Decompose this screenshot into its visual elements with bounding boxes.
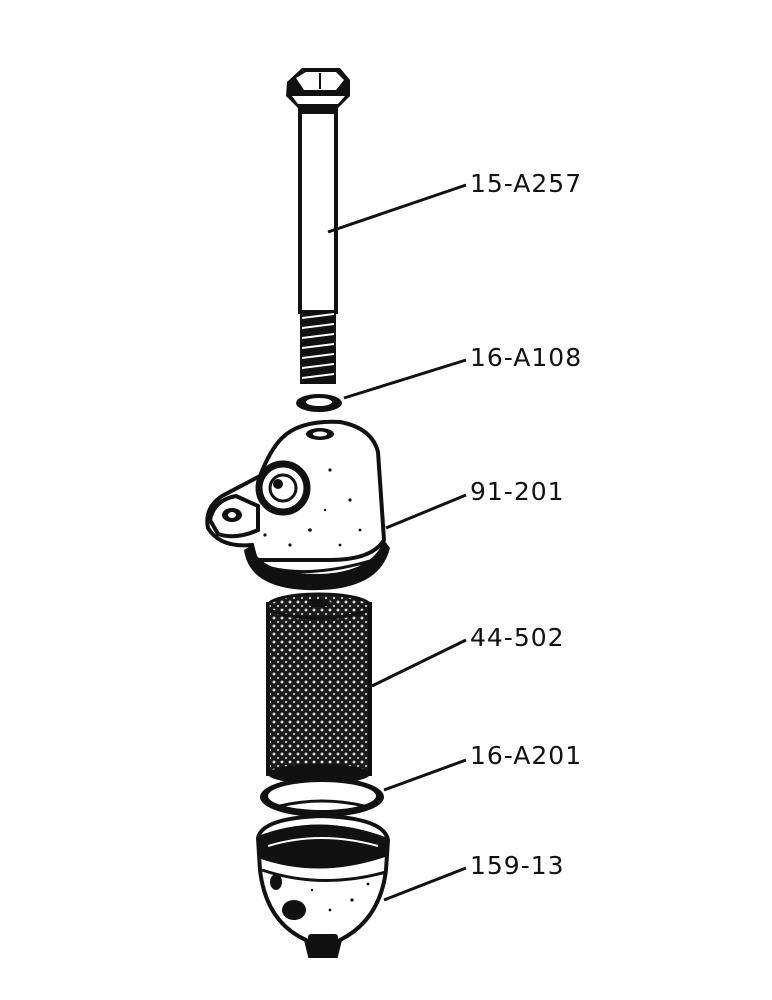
leader-15-A257 xyxy=(327,183,467,234)
part-label-gasket: 16-A201 xyxy=(470,741,582,770)
leader-16-A108 xyxy=(343,358,467,400)
part-labels: 15-A257 16-A108 91-201 44-502 16-A201 15… xyxy=(470,169,582,880)
gasket xyxy=(260,777,384,817)
leader-159-13 xyxy=(383,866,467,902)
bolt xyxy=(286,68,350,384)
leader-lines xyxy=(327,183,467,902)
leader-44-502 xyxy=(371,638,467,688)
filter-head xyxy=(205,419,390,591)
part-label-filter-head: 91-201 xyxy=(470,477,565,506)
part-label-filter-element: 44-502 xyxy=(470,623,565,652)
washer xyxy=(296,394,342,412)
filter-bowl xyxy=(255,813,391,958)
filter-element xyxy=(266,592,372,784)
leader-16-A201 xyxy=(383,758,467,792)
part-label-bolt: 15-A257 xyxy=(470,169,582,198)
leader-91-201 xyxy=(385,493,467,530)
part-label-filter-bowl: 159-13 xyxy=(470,851,565,880)
part-label-washer: 16-A108 xyxy=(470,343,582,372)
